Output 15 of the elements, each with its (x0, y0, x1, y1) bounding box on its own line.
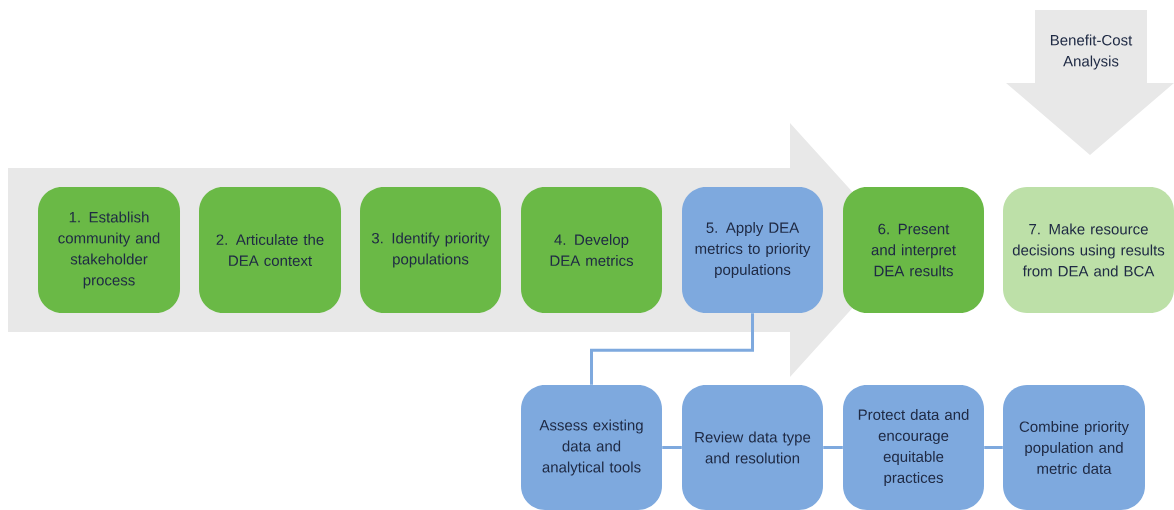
substep-box: Protect data and encourage equitable practices (843, 385, 984, 510)
connector-line (590, 313, 754, 385)
connector-line (984, 446, 1003, 449)
connector-line (662, 446, 682, 449)
step-box: 1. Establish community and stakeholder process (38, 187, 180, 313)
step-box: 7. Make resource decisions using results from DEA and BCA (1003, 187, 1174, 313)
step-box: 2. Articulate the DEA context (199, 187, 341, 313)
step-box: 6. Present and interpret DEA results (843, 187, 984, 313)
step-box: 5. Apply DEA metrics to priority populations (682, 187, 823, 313)
substep-box: Assess existing data and analytical tools (521, 385, 662, 510)
step-box: 3. Identify priority populations (360, 187, 501, 313)
step-box: 4. Develop DEA metrics (521, 187, 662, 313)
connector-line (823, 446, 843, 449)
substep-box: Review data type and resolution (682, 385, 823, 510)
substep-box: Combine priority population and metric data (1003, 385, 1145, 510)
